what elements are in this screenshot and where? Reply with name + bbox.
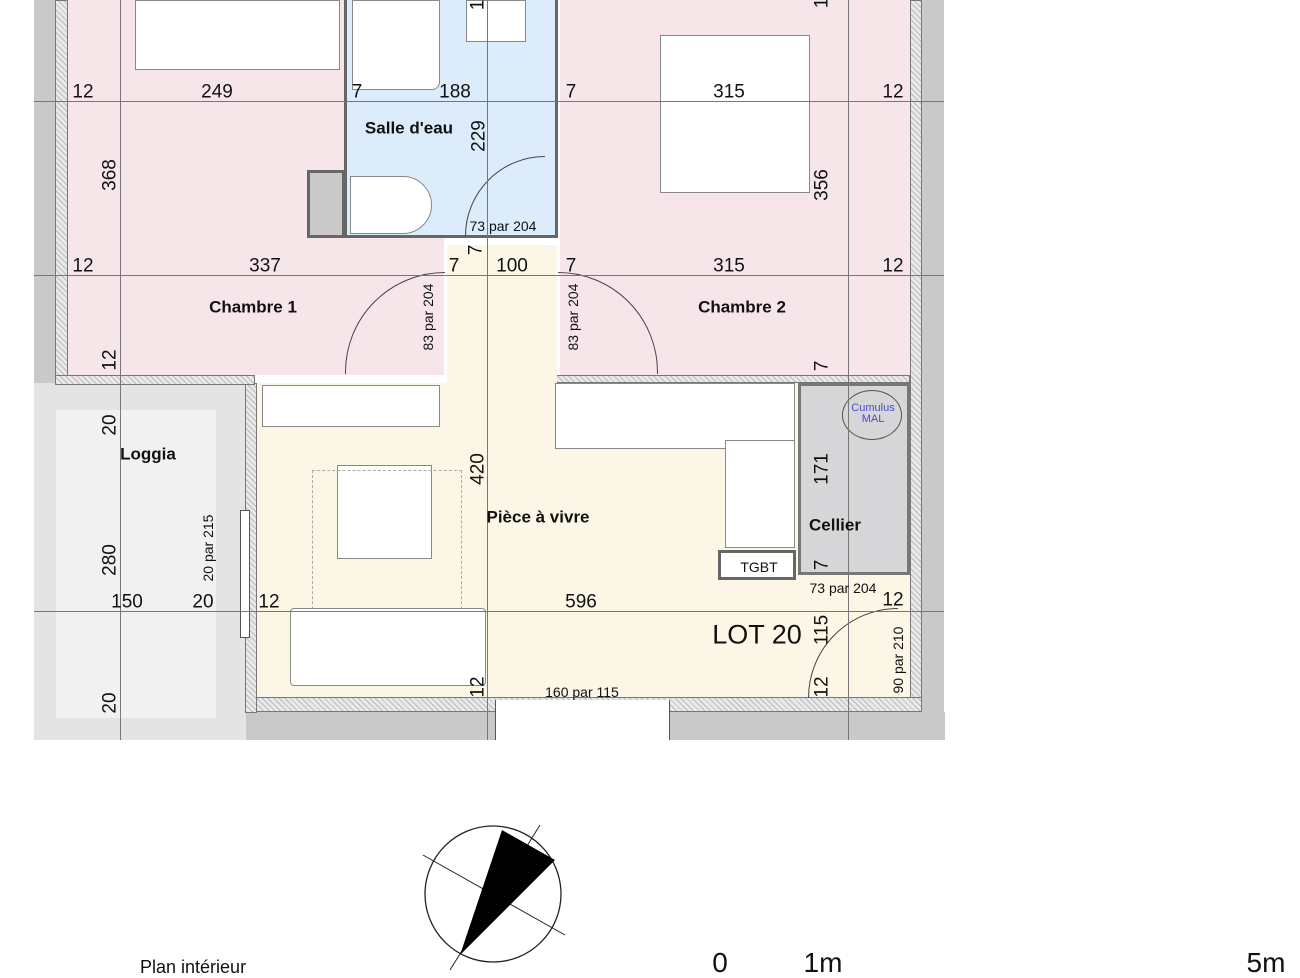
dimension-label: 150 — [111, 591, 143, 613]
door-label: 73 par 204 — [809, 580, 877, 596]
dimension-label: 12 — [72, 255, 94, 277]
dimension-label: 12 — [882, 589, 904, 611]
dimension-label: 7 — [448, 255, 460, 277]
dimension-line — [848, 0, 849, 740]
dimension-line — [487, 0, 488, 740]
dimension-label: 368 — [99, 159, 121, 191]
room-label-salle-deau: Salle d'eau — [364, 118, 454, 138]
door-label: 83 par 204 — [565, 283, 581, 351]
window-bottom — [495, 700, 670, 740]
dimension-label: 229 — [468, 120, 490, 152]
dimension-label: 20 — [192, 591, 214, 613]
bed-chambre-2 — [660, 35, 810, 193]
dimension-label: 115 — [811, 614, 833, 646]
dimension-label: 12 — [882, 81, 904, 103]
cumulus-tank — [842, 390, 902, 440]
loggia-door[interactable] — [240, 510, 250, 638]
dimension-label: 337 — [249, 255, 281, 277]
insulation-left — [55, 0, 68, 385]
dimension-label: 7 — [565, 255, 577, 277]
sideboard — [262, 385, 440, 427]
door-label: 20 par 215 — [200, 514, 216, 582]
dimension-label: 12 — [258, 591, 280, 613]
insulation-right — [910, 0, 922, 712]
dimension-label: 188 — [439, 81, 471, 103]
toilet — [350, 176, 432, 234]
cumulus-label: Cumulus MAL — [851, 402, 895, 425]
dimension-line — [34, 101, 944, 102]
dimension-label: 12 — [811, 676, 833, 698]
wall-left — [34, 0, 56, 410]
kitchen-counter — [555, 383, 795, 449]
bedroom2-bottom-wall — [556, 375, 910, 383]
dimension-label: 7 — [811, 360, 833, 372]
bed-chambre-1 — [135, 0, 340, 70]
wall-right — [922, 0, 944, 740]
dimension-line — [34, 275, 944, 276]
dimension-label: 7 — [565, 81, 577, 103]
dimension-label: 315 — [713, 81, 745, 103]
floor-plan — [34, 0, 945, 740]
dimension-label: 596 — [565, 591, 597, 613]
dimension-label: 12 — [99, 349, 121, 371]
dimension-line — [34, 611, 944, 612]
room-label-piece-a-vivre: Pièce à vivre — [486, 507, 590, 527]
dimension-label: 171 — [811, 453, 833, 485]
sofa — [290, 608, 486, 686]
scale-label-1m: 1m — [803, 947, 843, 978]
lot-label: LOT 20 — [712, 619, 802, 650]
door-label: 90 par 210 — [890, 626, 906, 694]
dimension-label: 1 — [811, 0, 833, 9]
dimension-label: 280 — [99, 544, 121, 576]
tgbt-label: TGBT — [740, 559, 778, 575]
dimension-label: 7 — [465, 244, 487, 256]
bedroom-bottom-wall — [55, 375, 255, 385]
duct — [307, 170, 345, 238]
room-label-chambre-2: Chambre 2 — [698, 297, 786, 317]
dimension-label: 12 — [467, 676, 489, 698]
scale-label-5m: 5m — [1246, 947, 1286, 978]
dimension-label: 12 — [882, 255, 904, 277]
dimension-line — [120, 0, 121, 740]
room-label-loggia: Loggia — [120, 444, 176, 464]
dimension-label: 100 — [496, 255, 528, 277]
corridor-area — [447, 245, 557, 385]
dimension-label: 7 — [811, 559, 833, 571]
room-label-cellier: Cellier — [809, 515, 861, 535]
door-label: 160 par 115 — [545, 684, 619, 700]
dimension-label: 356 — [811, 169, 833, 201]
dimension-label: 315 — [713, 255, 745, 277]
dimension-label: 1 — [467, 0, 489, 11]
dimension-label: 20 — [99, 414, 121, 436]
dimension-label: 20 — [99, 692, 121, 714]
dimension-label: 420 — [467, 453, 489, 485]
dining-table — [337, 465, 432, 559]
dimension-label: 12 — [72, 81, 94, 103]
room-label-chambre-1: Chambre 1 — [209, 297, 297, 317]
loggia-floor — [56, 410, 216, 718]
tgbt-panel — [718, 550, 796, 580]
shower-tray — [352, 0, 440, 90]
kitchen-counter-side — [725, 440, 795, 548]
sink — [466, 0, 526, 42]
dimension-label: 249 — [201, 81, 233, 103]
door-label: 83 par 204 — [420, 283, 436, 351]
door-label: 73 par 204 — [469, 218, 537, 234]
dimension-label: 7 — [351, 81, 363, 103]
scale-label-0: 0 — [712, 947, 728, 978]
plan-title: Plan intérieur — [140, 957, 247, 977]
north-arrow-icon — [422, 824, 566, 971]
